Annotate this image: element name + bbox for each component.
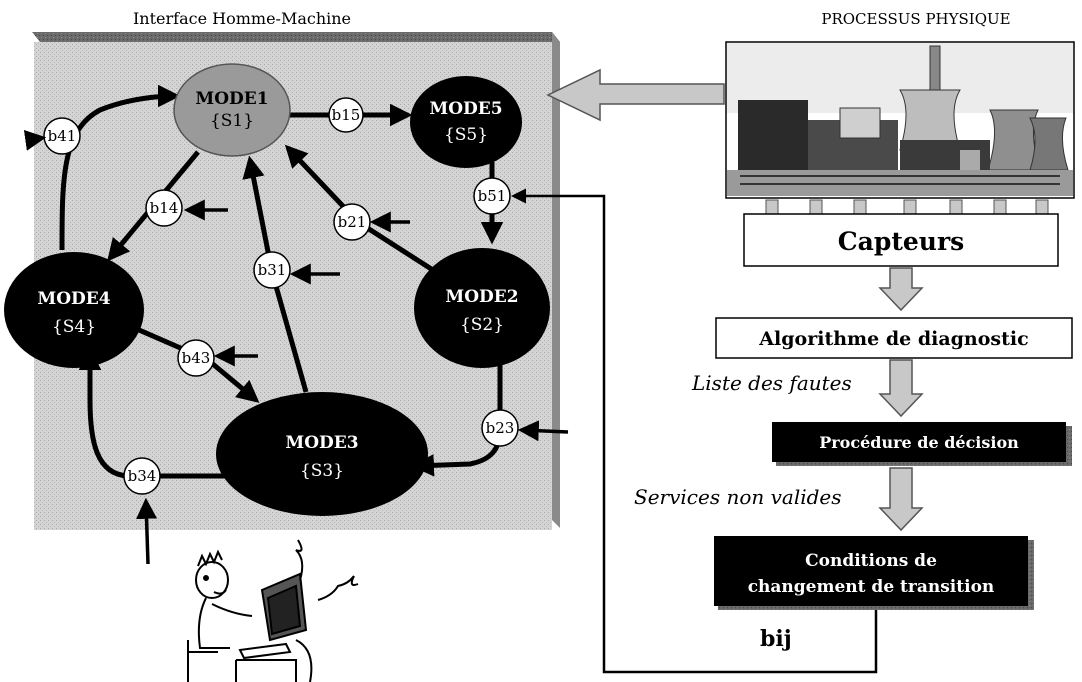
b23-label: b23 xyxy=(486,419,515,437)
mode4-title: MODE4 xyxy=(37,289,110,309)
b15-label: b15 xyxy=(332,106,361,124)
transition-b41: b41 xyxy=(43,117,81,155)
mode5-state: {S5} xyxy=(444,125,488,145)
trigger-arrows xyxy=(23,129,569,565)
b34-label: b34 xyxy=(128,467,157,485)
services-label: Services non valides xyxy=(634,485,842,509)
mode-node-5: MODE5 {S5} xyxy=(410,76,522,168)
transition-b14: b14 xyxy=(145,189,183,227)
transition-b23: b23 xyxy=(481,409,519,447)
bij-label: bij xyxy=(760,626,792,652)
algorithme-label: Algorithme de diagnostic xyxy=(758,328,1028,350)
mode4-state: {S4} xyxy=(52,317,96,337)
b43-label: b43 xyxy=(182,349,211,367)
power-plant-icon xyxy=(725,41,1075,199)
plant-to-mode5-arrow xyxy=(546,68,725,122)
transition-b31: b31 xyxy=(253,251,291,289)
process-header: PROCESSUS PHYSIQUE xyxy=(821,10,1010,28)
capteurs-box: Capteurs xyxy=(743,213,1059,267)
trigger-b23-arrow xyxy=(517,420,569,442)
transition-b21: b21 xyxy=(333,203,371,241)
capteurs-label: Capteurs xyxy=(838,227,964,256)
transition-b34: b34 xyxy=(123,457,161,495)
mode2-state: {S2} xyxy=(460,315,504,335)
mode-node-1: MODE1 {S1} xyxy=(173,63,291,157)
arrow-procedure-conditions xyxy=(878,467,924,532)
mode-node-3: MODE3 {S3} xyxy=(216,392,428,516)
mode2-title: MODE2 xyxy=(445,287,518,307)
conditions-label-line1: Conditions de xyxy=(805,551,937,571)
trigger-b34-arrow xyxy=(136,497,158,565)
trigger-b41-arrow xyxy=(23,129,47,151)
mode-node-4: MODE4 {S4} xyxy=(4,252,144,368)
procedure-label: Procédure de décision xyxy=(819,433,1019,452)
algorithme-box: Algorithme de diagnostic xyxy=(715,317,1073,359)
b21-label: b21 xyxy=(338,213,367,231)
transition-b15: b15 xyxy=(328,97,364,133)
b14-label: b14 xyxy=(150,199,179,217)
transition-b43: b43 xyxy=(177,339,215,377)
conditions-box: Conditions de changement de transition xyxy=(714,536,1034,610)
b51-label: b51 xyxy=(478,187,507,205)
liste-fautes-label: Liste des fautes xyxy=(691,371,852,395)
mode5-title: MODE5 xyxy=(429,99,502,119)
transition-b51: b51 xyxy=(473,177,511,215)
mode-node-2: MODE2 {S2} xyxy=(414,248,550,368)
procedure-box: Procédure de décision xyxy=(772,422,1072,466)
b31-label: b31 xyxy=(258,261,287,279)
b41-label: b41 xyxy=(48,127,77,145)
mode1-title: MODE1 xyxy=(195,89,268,109)
arrow-algo-procedure xyxy=(878,359,924,418)
operator-icon xyxy=(187,539,359,682)
transition-nodes: b15 b41 b14 b21 b51 b31 b43 b23 b34 xyxy=(43,97,519,495)
mode3-state: {S3} xyxy=(300,461,344,481)
edge-b41 xyxy=(59,84,181,251)
conditions-label-line2: changement de transition xyxy=(748,577,995,597)
feedback-line xyxy=(511,188,878,674)
arrow-capteurs-algo xyxy=(878,267,924,312)
mode1-state: {S1} xyxy=(210,111,254,131)
mode3-title: MODE3 xyxy=(285,433,358,453)
hmi-header: Interface Homme-Machine xyxy=(133,9,351,28)
